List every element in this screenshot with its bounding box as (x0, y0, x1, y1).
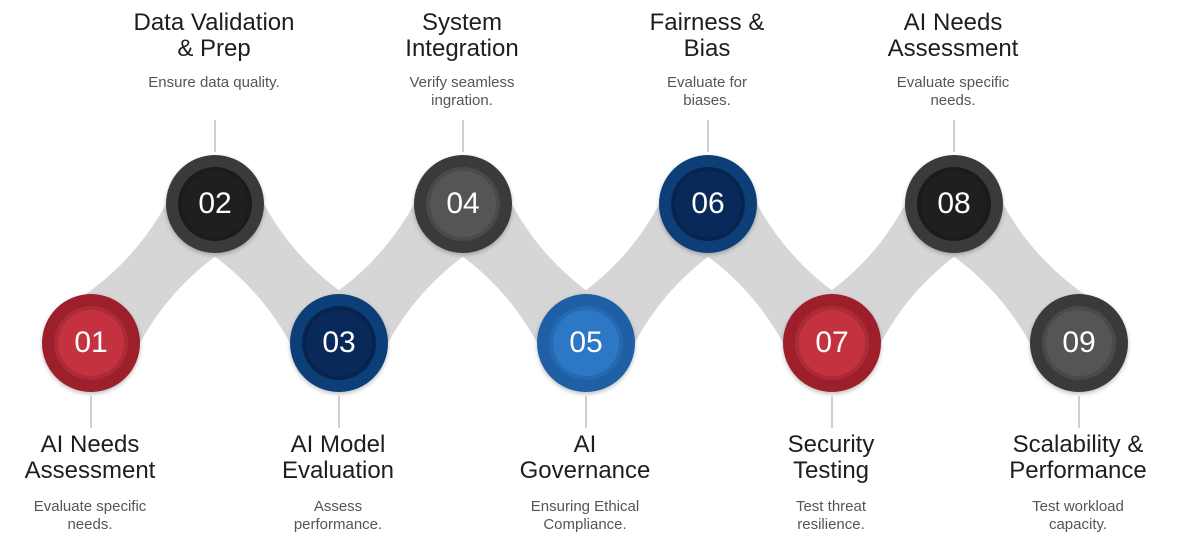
step-03-title-line2: Evaluation (281, 457, 395, 484)
step-06-label: Fairness & Bias Evaluate for biases. (607, 10, 807, 110)
step-02-title-line1: Data Validation (133, 9, 295, 36)
step-05-node: 05 (537, 294, 635, 392)
step-05-number: 05 (569, 326, 603, 359)
step-06-stem (707, 120, 709, 152)
step-02-desc-line1: Ensure data quality. (148, 74, 280, 91)
step-01-node: 01 (42, 294, 140, 392)
step-09-desc-line2: capacity. (1048, 516, 1108, 533)
step-01-title-line1: AI Needs (40, 431, 140, 458)
step-01-number: 01 (74, 326, 108, 359)
step-06-title-line2: Bias (683, 35, 731, 62)
step-03-desc-line2: performance. (293, 516, 383, 533)
step-06-number: 06 (691, 187, 725, 220)
step-03-desc-line1: Assess (313, 498, 363, 515)
step-09-title-line2: Performance (1009, 457, 1147, 484)
step-08-node-inner: 08 (917, 167, 991, 241)
step-05-node-inner: 05 (549, 306, 623, 380)
step-04-desc-line1: Verify seamless (409, 74, 515, 91)
step-06-node: 06 (659, 155, 757, 253)
step-09-number: 09 (1062, 326, 1096, 359)
step-04-stem (462, 120, 464, 152)
step-07-desc-line1: Test threat (795, 498, 867, 515)
step-08-title-line2: Assessment (887, 35, 1019, 62)
step-04-node: 04 (414, 155, 512, 253)
step-04-number: 04 (446, 187, 480, 220)
step-07-title-line2: Testing (792, 457, 870, 484)
step-06-desc-line2: biases. (683, 92, 731, 109)
step-07-node: 07 (783, 294, 881, 392)
step-01-label: AI Needs Assessment Evaluate specific ne… (0, 432, 180, 534)
step-07-desc-line2: resilience. (797, 516, 865, 533)
step-04-title-line1: System (421, 9, 502, 36)
step-07-node-inner: 07 (795, 306, 869, 380)
step-09-node: 09 (1030, 294, 1128, 392)
step-05-desc-line1: Ensuring Ethical (530, 498, 640, 515)
step-03-node: 03 (290, 294, 388, 392)
step-04-label: System Integration Verify seamless ingra… (362, 10, 562, 110)
step-03-title-line1: AI Model (290, 431, 386, 458)
step-01-node-inner: 01 (54, 306, 128, 380)
step-04-title-line2: Integration (405, 35, 519, 62)
step-09-node-inner: 09 (1042, 306, 1116, 380)
step-03-stem (338, 396, 340, 428)
step-07-stem (831, 396, 833, 428)
step-02-stem (214, 120, 216, 152)
step-04-desc-line2: ingration. (431, 92, 493, 109)
step-06-title-line1: Fairness & (649, 9, 765, 36)
step-09-title-line1: Scalability & (1012, 431, 1144, 458)
step-03-node-inner: 03 (302, 306, 376, 380)
step-01-title-line2: Assessment (24, 457, 156, 484)
step-03-number: 03 (322, 326, 356, 359)
step-01-desc-line2: needs. (67, 516, 113, 533)
step-02-number: 02 (198, 187, 232, 220)
step-08-label: AI Needs Assessment Evaluate specific ne… (853, 10, 1053, 110)
step-01-stem (90, 396, 92, 428)
step-04-node-inner: 04 (426, 167, 500, 241)
step-08-stem (953, 120, 955, 152)
step-05-desc-line2: Compliance. (543, 516, 627, 533)
step-05-title-line1: AI (573, 431, 597, 458)
step-02-title-line2: & Prep (177, 35, 251, 62)
step-08-node: 08 (905, 155, 1003, 253)
step-07-number: 07 (815, 326, 849, 359)
step-08-number: 08 (937, 187, 971, 220)
step-06-desc-line1: Evaluate for (666, 74, 748, 91)
step-06-node-inner: 06 (671, 167, 745, 241)
step-05-stem (585, 396, 587, 428)
step-01-desc-line1: Evaluate specific (33, 498, 147, 515)
step-07-label: Security Testing Test threat resilience. (741, 432, 921, 534)
step-07-title-line1: Security (787, 431, 875, 458)
step-09-desc-line1: Test workload (1032, 498, 1124, 515)
step-02-node-inner: 02 (178, 167, 252, 241)
step-02-node: 02 (166, 155, 264, 253)
step-09-label: Scalability & Performance Test workload … (983, 432, 1173, 534)
step-08-desc-line1: Evaluate specific (896, 74, 1010, 91)
step-03-label: AI Model Evaluation Assess performance. (248, 432, 428, 534)
step-05-title-line2: Governance (519, 457, 651, 484)
step-09-stem (1078, 396, 1080, 428)
step-08-desc-line2: needs. (930, 92, 976, 109)
step-02-label: Data Validation & Prep Ensure data quali… (104, 10, 324, 92)
step-05-label: AI Governance Ensuring Ethical Complianc… (495, 432, 675, 534)
step-08-title-line1: AI Needs (903, 9, 1003, 36)
